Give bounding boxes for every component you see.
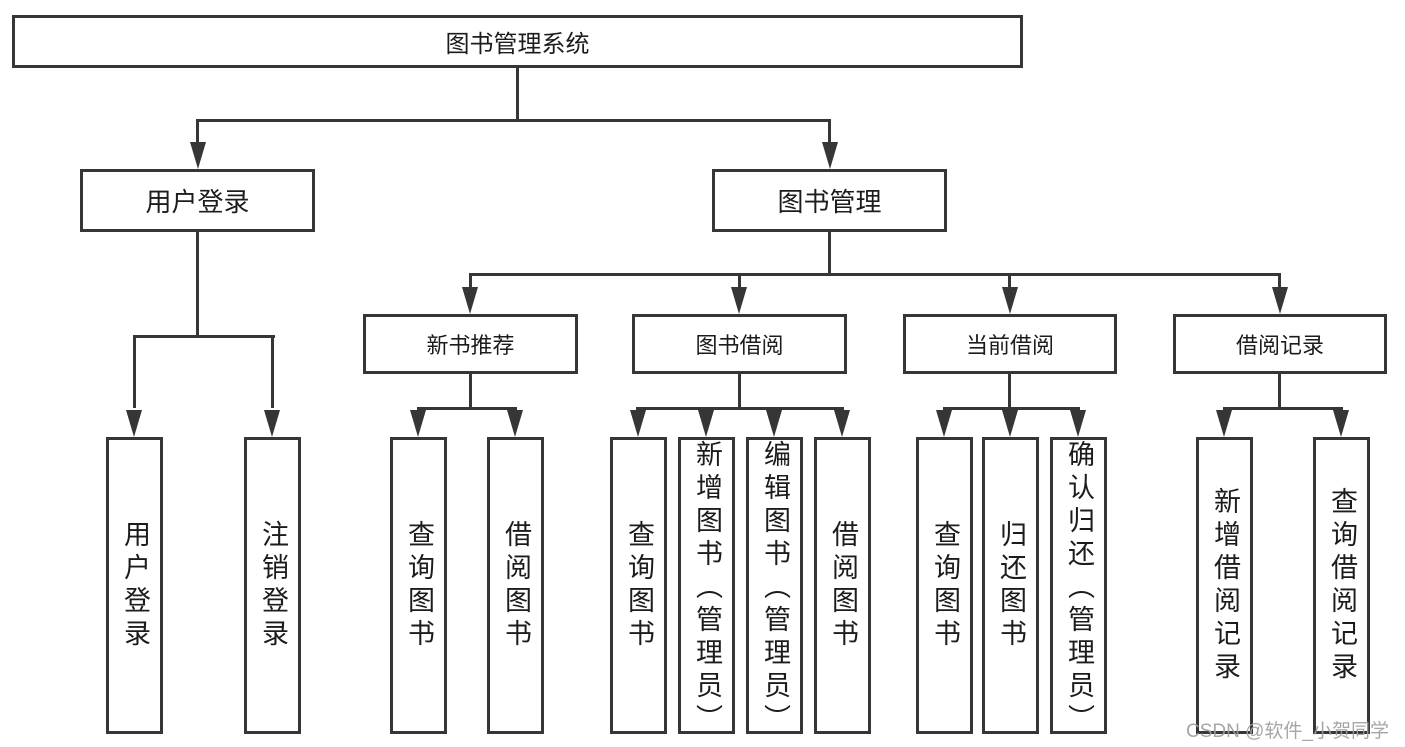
node-label: 归还图书	[996, 519, 1026, 652]
connector-hline	[1223, 407, 1343, 410]
node-label: 新增借阅记录	[1210, 486, 1240, 685]
node-label: 查询图书	[404, 519, 434, 652]
connector-vline	[828, 232, 831, 273]
leaf-newbook-query-books: 查询图书	[390, 437, 447, 734]
node-label: 图书管理系统	[445, 31, 590, 58]
arrow-down-icon	[834, 410, 850, 437]
node-current-borrow: 当前借阅	[903, 314, 1117, 374]
arrow-shaft	[1278, 276, 1281, 287]
leaf-borrow-edit-books-admin: 编辑图书（管理员）	[746, 437, 803, 737]
node-label: 新增图书（管理员）	[692, 440, 722, 737]
leaf-current-confirm-return-admin: 确认归还（管理员）	[1050, 437, 1107, 737]
arrow-down-icon	[698, 410, 714, 437]
arrow-shaft	[196, 122, 199, 142]
node-label: 新书推荐	[426, 333, 515, 358]
arrow-down-icon	[1070, 410, 1086, 437]
arrow-down-icon	[936, 410, 952, 437]
arrow-down-icon	[1333, 410, 1349, 437]
node-label: 注销登录	[258, 519, 288, 652]
leaf-borrow-borrow-books: 借阅图书	[814, 437, 871, 734]
leaf-borrow-add-books-admin: 新增图书（管理员）	[678, 437, 735, 737]
connector-vline	[516, 68, 519, 119]
node-new-book-recommend: 新书推荐	[363, 314, 578, 374]
leaf-user-login: 用户登录	[106, 437, 163, 734]
arrow-down-icon	[126, 410, 142, 437]
connector-hline	[196, 119, 831, 122]
arrow-shaft	[271, 338, 274, 408]
leaf-newbook-borrow-books: 借阅图书	[487, 437, 544, 734]
arrow-down-icon	[190, 142, 206, 169]
arrow-down-icon	[766, 410, 782, 437]
node-label: 用户登录	[145, 187, 250, 217]
connector-vline	[738, 374, 741, 407]
csdn-watermark: CSDN @软件_小贺同学	[1186, 721, 1389, 742]
arrow-down-icon	[1216, 410, 1232, 437]
arrow-down-icon	[1272, 287, 1288, 314]
leaf-current-query-books: 查询图书	[916, 437, 973, 734]
node-label: 图书管理	[777, 187, 882, 217]
connector-hline	[636, 407, 844, 410]
arrow-shaft	[469, 276, 472, 287]
connector-vline	[1278, 374, 1281, 407]
arrow-shaft	[1008, 276, 1011, 287]
leaf-record-query-borrow-record: 查询借阅记录	[1313, 437, 1370, 734]
node-book-borrow: 图书借阅	[632, 314, 847, 374]
node-label: 借阅图书	[828, 519, 858, 652]
arrow-shaft	[828, 122, 831, 142]
connector-vline	[1008, 374, 1011, 407]
node-label: 借阅记录	[1235, 333, 1324, 358]
node-label: 借阅图书	[501, 519, 531, 652]
arrow-down-icon	[731, 287, 747, 314]
connector-hline	[943, 407, 1080, 410]
node-label: 查询图书	[930, 519, 960, 652]
arrow-down-icon	[1002, 287, 1018, 314]
node-borrow-record: 借阅记录	[1173, 314, 1387, 374]
arrow-down-icon	[264, 410, 280, 437]
connector-hline	[417, 407, 517, 410]
node-label: 图书借阅	[695, 333, 784, 358]
node-label: 确认归还（管理员）	[1064, 440, 1094, 737]
arrow-shaft	[133, 338, 136, 408]
node-library-management-system: 图书管理系统	[12, 15, 1023, 68]
leaf-borrow-query-books: 查询图书	[610, 437, 667, 734]
arrow-down-icon	[507, 410, 523, 437]
node-label: 查询借阅记录	[1327, 486, 1357, 685]
node-label: 用户登录	[120, 519, 150, 652]
node-book-management: 图书管理	[712, 169, 947, 232]
connector-hline	[469, 273, 1281, 276]
connector-vline	[196, 232, 199, 335]
node-label: 查询图书	[624, 519, 654, 652]
node-label: 当前借阅	[965, 333, 1054, 358]
connector-hline	[133, 335, 275, 338]
arrow-down-icon	[630, 410, 646, 437]
arrow-down-icon	[1002, 410, 1018, 437]
arrow-down-icon	[462, 287, 478, 314]
node-user-login: 用户登录	[80, 169, 315, 232]
leaf-current-return-books: 归还图书	[982, 437, 1039, 734]
leaf-record-add-borrow-record: 新增借阅记录	[1196, 437, 1253, 734]
arrow-shaft	[738, 276, 741, 287]
arrow-down-icon	[822, 142, 838, 169]
leaf-logout: 注销登录	[244, 437, 301, 734]
arrow-down-icon	[410, 410, 426, 437]
node-label: 编辑图书（管理员）	[760, 440, 790, 737]
connector-vline	[469, 374, 472, 407]
